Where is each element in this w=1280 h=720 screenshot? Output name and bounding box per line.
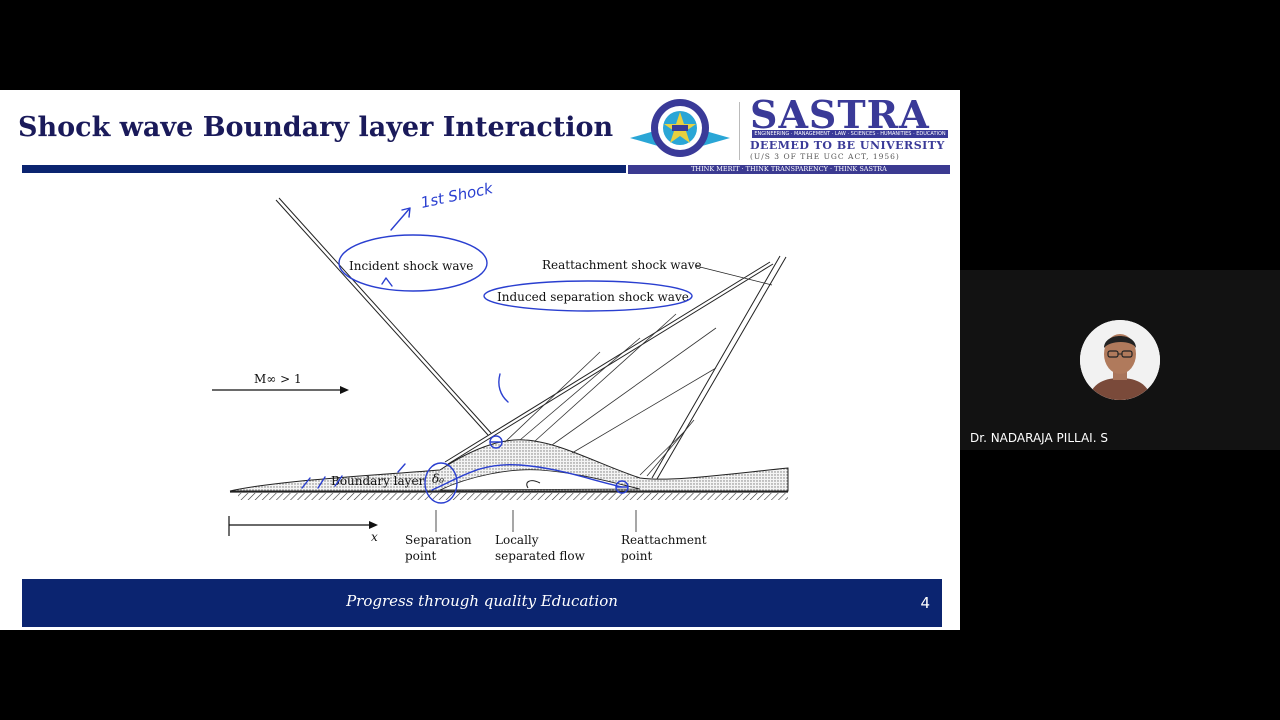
slide-number: 4 bbox=[920, 594, 930, 612]
title-underline-bar bbox=[22, 165, 626, 173]
boundary-layer-label: Boundary layer bbox=[331, 474, 425, 488]
logo-tagline-bar bbox=[628, 165, 950, 174]
presenter-name: Dr. NADARAJA PILLAI. S bbox=[970, 431, 1108, 445]
delta-label: δ₀ bbox=[432, 472, 444, 486]
ink-dividing-streamline bbox=[431, 463, 623, 491]
logo-tagline: THINK MERIT · THINK TRANSPARENCY · THINK… bbox=[691, 165, 887, 173]
ink-circle-induced bbox=[483, 280, 693, 312]
university-ugc-note: (U/S 3 OF THE UGC ACT, 1956) bbox=[750, 152, 900, 161]
expansion-fan bbox=[504, 313, 717, 477]
ink-note: 1st Shock bbox=[419, 179, 496, 212]
separation-point-label-2: point bbox=[405, 549, 436, 563]
wall-hatching bbox=[238, 493, 788, 500]
university-disciplines: ENGINEERING · MANAGEMENT · LAW · SCIENCE… bbox=[752, 130, 948, 138]
slide-title: Shock wave Boundary layer Interaction bbox=[18, 112, 614, 143]
incident-shock-label: Incident shock wave bbox=[349, 259, 473, 273]
freestream-label: M∞ > 1 bbox=[254, 372, 302, 386]
reattachment-shock-leader bbox=[695, 265, 773, 286]
induced-shock-line bbox=[444, 261, 771, 463]
footer-motto: Progress through quality Education bbox=[346, 592, 618, 610]
x-axis-label: x bbox=[371, 530, 378, 544]
boundary-layer-region bbox=[229, 439, 789, 492]
incident-shock-line bbox=[275, 199, 489, 436]
university-status: DEEMED TO BE UNIVERSITY bbox=[750, 139, 945, 152]
ink-hatch-marks bbox=[301, 463, 406, 489]
presenter-video-tile[interactable]: Dr. NADARAJA PILLAI. S bbox=[960, 270, 1280, 450]
logo-divider bbox=[739, 102, 740, 160]
ink-circle-incident bbox=[338, 234, 488, 292]
reattachment-shock-line bbox=[651, 255, 781, 479]
presentation-slide: Shock wave Boundary layer Interaction SA… bbox=[0, 90, 960, 630]
separated-flow-label-1: Locally bbox=[495, 533, 539, 547]
ink-stroke bbox=[498, 373, 509, 403]
recirculation-arrow bbox=[526, 480, 541, 489]
ink-arrow bbox=[390, 207, 411, 231]
induced-shock-label: Induced separation shock wave bbox=[497, 290, 689, 304]
separation-bubble bbox=[439, 469, 641, 491]
shock-interaction-diagram: M∞ > 1 x Incident shock wave Reattachmen… bbox=[212, 179, 789, 563]
separated-flow-label-2: separated flow bbox=[495, 549, 586, 563]
ink-circle-separation bbox=[424, 462, 458, 504]
reattachment-point-label-2: point bbox=[621, 549, 652, 563]
reattachment-shock-label: Reattachment shock wave bbox=[542, 258, 702, 272]
presenter-avatar bbox=[1080, 320, 1160, 400]
separation-point-label-1: Separation bbox=[405, 533, 472, 547]
university-emblem-icon bbox=[628, 96, 732, 162]
reattachment-point-label-1: Reattachment bbox=[621, 533, 707, 547]
slide-footer: Progress through quality Education 4 bbox=[22, 579, 942, 627]
university-name: SASTRA bbox=[750, 92, 930, 137]
